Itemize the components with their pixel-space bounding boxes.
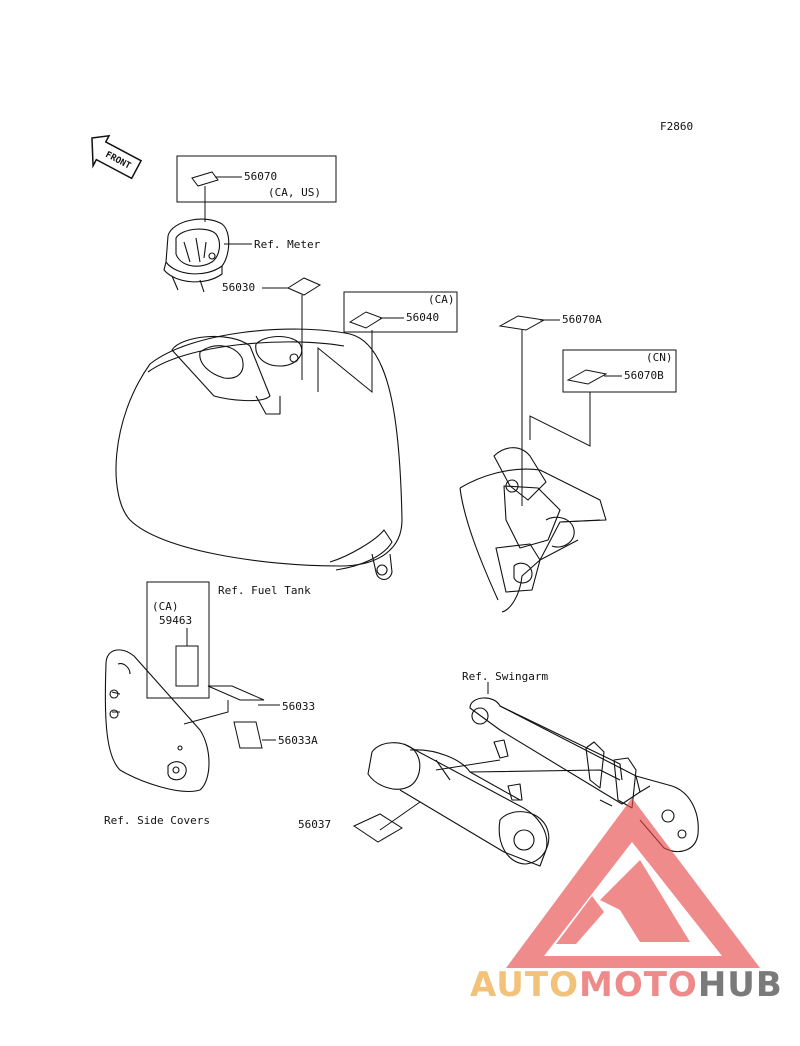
part-56070B: 56070B [624,369,664,382]
part-56070A: 56070A [562,313,602,326]
watermark-part-moto: MOTO [579,965,698,1005]
ref-meter: Ref. Meter [254,238,321,251]
part-59463: 59463 [159,614,192,627]
frame-illustration [459,447,607,613]
decal-56033 [207,685,265,701]
figure-code: F2860 [660,120,693,133]
watermark-logo-icon [506,798,760,968]
fuel-tank-illustration [115,328,403,581]
part-56040: 56040 [406,311,439,324]
decal-56040 [348,311,384,329]
decal-56070A [498,315,546,331]
meter-illustration [163,218,230,293]
decal-56070B [566,369,608,385]
note-56070B: (CN) [646,351,673,364]
ref-swingarm: Ref. Swingarm [462,670,548,683]
ref-fuel-tank: Ref. Fuel Tank [218,584,311,597]
decal-56070 [191,171,219,187]
callout-box-56070B [562,349,677,393]
watermark-part-auto: AUTO [470,965,579,1005]
part-56033A: 56033A [278,734,318,747]
part-56070: 56070 [244,170,277,183]
callout-box-56040 [343,291,458,333]
part-56033: 56033 [282,700,315,713]
swingarm-illustration [367,697,699,867]
watermark-text: AUTOMOTOHUB [470,965,783,1005]
watermark-part-hub: HUB [698,965,783,1005]
note-56070: (CA, US) [268,186,321,199]
decal-59463 [175,645,199,687]
front-arrow-icon: FRONT [91,134,143,180]
note-56040: (CA) [428,293,455,306]
callout-box-59463 [146,581,210,699]
part-56037: 56037 [298,818,331,831]
decal-56030 [286,277,322,296]
side-cover-illustration [104,649,210,792]
ref-side-covers: Ref. Side Covers [104,814,210,827]
callout-box-56070 [176,155,337,203]
note-59463: (CA) [152,600,179,613]
part-56030: 56030 [222,281,255,294]
decal-56037 [352,813,403,843]
decal-56033A [233,721,263,749]
